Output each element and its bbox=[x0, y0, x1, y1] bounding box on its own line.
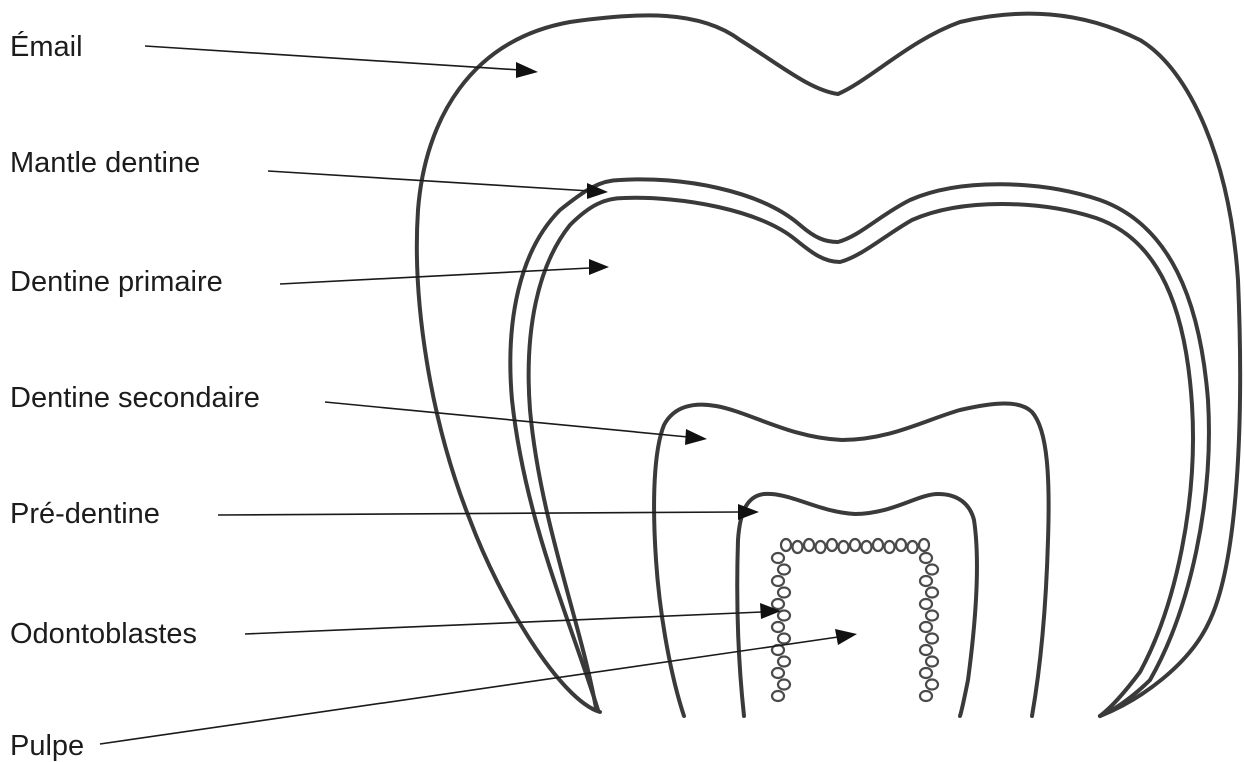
odontoblast-cell bbox=[816, 541, 826, 553]
odontoblast-cell bbox=[772, 668, 784, 678]
mantle-dentine-inner-line bbox=[529, 198, 1193, 716]
odontoblast-cell bbox=[772, 553, 784, 563]
odontoblast-cell bbox=[778, 588, 790, 598]
leader-pre-dentine bbox=[218, 504, 759, 520]
odontoblast-cell bbox=[781, 539, 791, 551]
odontoblast-cell bbox=[772, 622, 784, 632]
odontoblast-cell bbox=[920, 645, 932, 655]
odontoblast-cell bbox=[827, 539, 837, 551]
odontoblast-cell bbox=[926, 565, 938, 575]
secondary-dentine-contour bbox=[654, 404, 1049, 717]
label-pulpe: Pulpe bbox=[10, 730, 84, 762]
odontoblast-cell bbox=[920, 576, 932, 586]
mantle-dentine-outer-line bbox=[510, 179, 1209, 716]
label-odontoblastes: Odontoblastes bbox=[10, 618, 197, 650]
label-pre-dentine: Pré-dentine bbox=[10, 498, 160, 530]
odontoblast-cell bbox=[926, 634, 938, 644]
odontoblast-cell bbox=[778, 565, 790, 575]
odontoblast-cell bbox=[920, 691, 932, 701]
leader-dentine-primaire bbox=[280, 259, 609, 284]
enamel-outer-contour bbox=[417, 14, 1240, 716]
leader-mantle-dentine bbox=[268, 171, 608, 199]
odontoblast-cell bbox=[850, 539, 860, 551]
odontoblast-cell bbox=[778, 680, 790, 690]
odontoblast-cell bbox=[873, 539, 883, 551]
odontoblast-cell bbox=[778, 657, 790, 667]
label-email: Émail bbox=[10, 30, 83, 63]
odontoblast-cell bbox=[908, 541, 918, 553]
odontoblast-cell bbox=[772, 691, 784, 701]
leader-email bbox=[145, 46, 538, 78]
odontoblast-cell bbox=[919, 539, 929, 551]
leader-pulpe bbox=[100, 629, 857, 744]
odontoblast-cell bbox=[778, 611, 790, 621]
odontoblast-cell bbox=[926, 657, 938, 667]
odontoblast-cell bbox=[926, 588, 938, 598]
odontoblast-cell bbox=[920, 668, 932, 678]
odontoblast-cell bbox=[778, 634, 790, 644]
odontoblast-cell bbox=[920, 599, 932, 609]
label-dentine-secondaire: Dentine secondaire bbox=[10, 382, 260, 414]
odontoblast-cell bbox=[920, 622, 932, 632]
odontoblast-cell bbox=[926, 611, 938, 621]
label-dentine-primaire: Dentine primaire bbox=[10, 266, 223, 298]
odontoblast-cell bbox=[793, 541, 803, 553]
odontoblast-cell bbox=[862, 541, 872, 553]
odontoblast-cell bbox=[772, 576, 784, 586]
odontoblast-cell bbox=[920, 553, 932, 563]
odontoblast-cell bbox=[839, 541, 849, 553]
odontoblast-cells-layer bbox=[772, 539, 938, 701]
odontoblast-cell bbox=[926, 680, 938, 690]
odontoblast-cell bbox=[804, 539, 814, 551]
odontoblast-cell bbox=[896, 539, 906, 551]
label-mantle-dentine: Mantle dentine bbox=[10, 147, 200, 179]
odontoblast-cell bbox=[772, 599, 784, 609]
odontoblast-cell bbox=[885, 541, 895, 553]
